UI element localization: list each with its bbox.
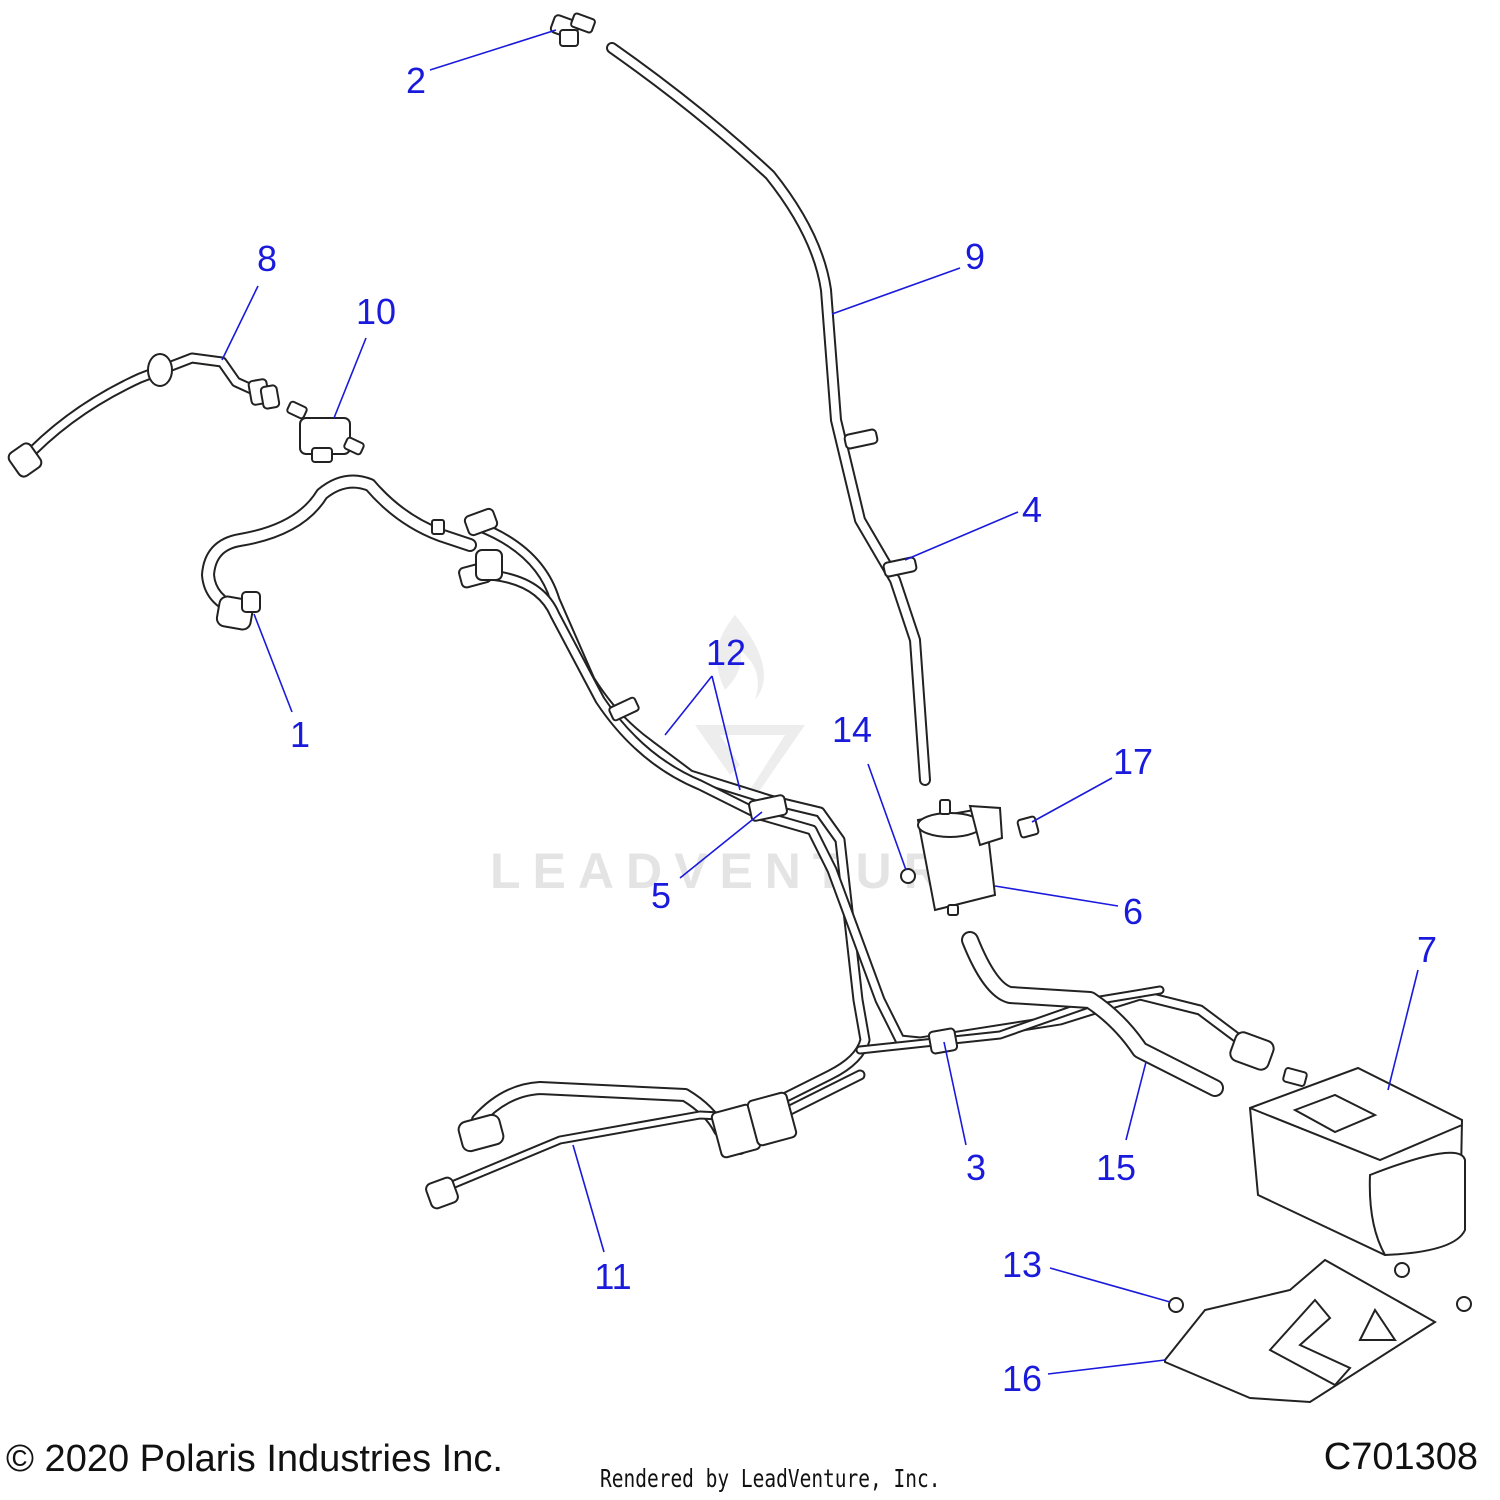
- callout-number-8: 8: [257, 238, 277, 279]
- leader-line-2: [429, 29, 557, 71]
- bracket-part-16: [1164, 1258, 1437, 1404]
- callout-11: 11: [572, 1144, 632, 1297]
- leader-line-4: [904, 511, 1019, 561]
- tube-part-15: [961, 931, 1224, 1097]
- leader-line-13: [1049, 1267, 1171, 1303]
- watermark-text: LEADVENTURE: [490, 843, 997, 899]
- fitting-part-2: [549, 12, 596, 47]
- callout-number-14: 14: [832, 709, 872, 750]
- screw-part-14: [900, 868, 916, 884]
- callout-13: 13: [1002, 1244, 1171, 1303]
- leader-line-14: [867, 763, 907, 871]
- connector-part-8: [7, 353, 281, 478]
- tube-part-12b: [484, 569, 1246, 1048]
- callout-number-16: 16: [1002, 1358, 1042, 1399]
- callout-number-12: 12: [706, 632, 746, 673]
- drawing-number: C701308: [1323, 1436, 1478, 1478]
- callout-4: 4: [904, 489, 1042, 561]
- connectors-part-11: [425, 1091, 798, 1210]
- callout-6: 6: [994, 885, 1143, 932]
- callout-1: 1: [253, 613, 310, 755]
- callout-7: 7: [1387, 929, 1437, 1091]
- leader-line-8: [221, 285, 259, 361]
- leader-line-7: [1387, 969, 1419, 1091]
- clips-part-4: [843, 428, 918, 578]
- bolts-part-13: [1168, 1262, 1472, 1313]
- callout-number-15: 15: [1096, 1147, 1136, 1188]
- tube-part-12a: [472, 520, 871, 1106]
- callout-number-7: 7: [1417, 929, 1437, 970]
- callout-number-6: 6: [1123, 891, 1143, 932]
- leader-line-5: [679, 811, 763, 879]
- callout-number-17: 17: [1113, 741, 1153, 782]
- callout-number-9: 9: [965, 236, 985, 277]
- connectors-part-15: [1229, 1031, 1275, 1071]
- callout-10: 10: [333, 291, 396, 419]
- callout-2: 2: [406, 29, 557, 101]
- callout-12: 12: [664, 632, 746, 791]
- callout-number-1: 1: [290, 714, 310, 755]
- copyright-text: © 2020 Polaris Industries Inc.: [6, 1438, 503, 1480]
- callout-number-5: 5: [651, 875, 671, 916]
- fittings-part-12: [431, 507, 503, 589]
- leader-line-16: [1047, 1359, 1166, 1375]
- callout-15: 15: [1096, 1061, 1147, 1188]
- tube-part-8: [16, 352, 264, 468]
- leader-line-1: [253, 613, 293, 713]
- filter-part-6: [916, 799, 1004, 916]
- leader-line-6: [994, 885, 1119, 907]
- leader-line-3: [943, 1041, 967, 1146]
- callout-number-10: 10: [356, 291, 396, 332]
- leader-line-17: [1031, 777, 1113, 823]
- tube-assemblies: [16, 42, 1246, 1195]
- valve-part-10: [286, 400, 365, 463]
- callout-number-4: 4: [1022, 489, 1042, 530]
- callout-number-11: 11: [594, 1256, 631, 1297]
- leader-line-12: [711, 675, 741, 791]
- callout-5: 5: [651, 811, 763, 916]
- callout-9: 9: [831, 236, 985, 315]
- clip-part-3: [927, 1027, 959, 1055]
- callout-8: 8: [221, 238, 277, 361]
- leader-line-11: [572, 1144, 605, 1253]
- leader-line-9: [831, 267, 961, 315]
- watermark-logo: [695, 615, 805, 790]
- leader-line-15: [1125, 1061, 1147, 1141]
- callout-14: 14: [832, 709, 907, 871]
- leader-line-12: [664, 675, 713, 736]
- canister-part-7: [1248, 1066, 1466, 1257]
- tube-part-1: [201, 474, 477, 617]
- rendered-by-text: Rendered by LeadVenture, Inc.: [600, 1464, 941, 1493]
- leader-line-10: [333, 337, 367, 419]
- callout-3: 3: [943, 1041, 986, 1188]
- callout-number-3: 3: [966, 1147, 986, 1188]
- callout-number-2: 2: [406, 60, 426, 101]
- callout-16: 16: [1002, 1358, 1166, 1399]
- clip-part-5: [608, 696, 788, 822]
- callout-number-13: 13: [1002, 1244, 1042, 1285]
- connector-part-1: [215, 591, 261, 631]
- callout-17: 17: [1031, 741, 1153, 823]
- tube-part-9: [606, 42, 931, 786]
